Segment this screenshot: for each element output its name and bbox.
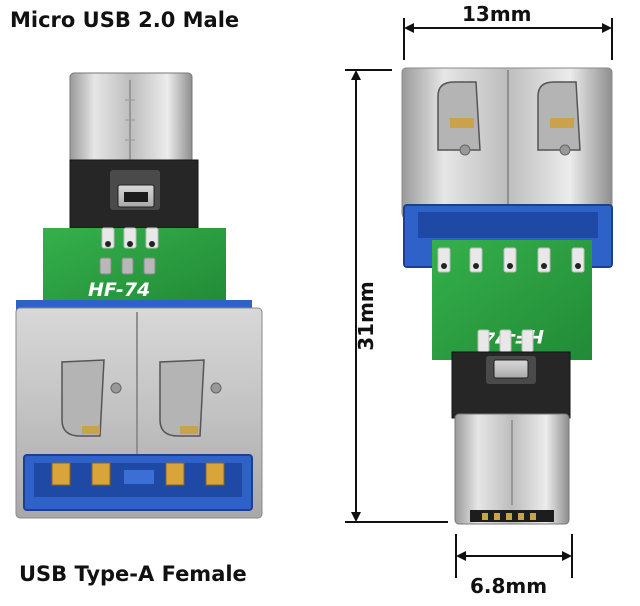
right-pcb-label: HF-74 <box>482 325 544 347</box>
caption-micro-usb: Micro USB 2.0 Male <box>10 8 240 32</box>
left-micro-plug <box>69 72 193 166</box>
dimension-micro-width-label: 6.8mm <box>470 574 548 598</box>
caption-usb-type-a: USB Type-A Female <box>19 562 247 586</box>
dimension-width-label: 13mm <box>462 2 532 26</box>
left-pcb-label: HF-74 <box>88 279 150 301</box>
dimension-length-label: 31mm <box>353 281 378 351</box>
left-adapter: HF-74 <box>15 72 263 519</box>
dimension-lines <box>345 18 613 578</box>
right-adapter: HF-74 <box>401 67 613 525</box>
